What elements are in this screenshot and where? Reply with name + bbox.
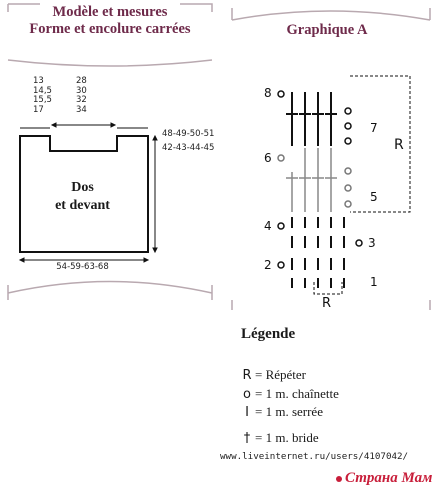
size-value: 28 — [76, 76, 87, 86]
row-number-1: 1 — [370, 275, 378, 289]
size-value: 13 — [33, 76, 44, 86]
size-value: 30 — [76, 85, 87, 96]
row-number-4: 4 — [264, 219, 272, 233]
stitch-chart — [277, 75, 411, 295]
single-crochet-symbol: I — [245, 404, 249, 420]
legend-text: = 1 m. serrée — [255, 404, 323, 419]
measure-lines — [18, 122, 158, 263]
legend-item-double-crochet: † = 1 m. bride — [239, 430, 319, 446]
repeat-symbol: R — [242, 367, 252, 383]
size-value: 32 — [76, 95, 87, 106]
size-value: 14,5 — [33, 85, 52, 96]
neck-depth-sizes: 28 30 32 34 — [76, 76, 87, 115]
row-number-3: 3 — [368, 236, 376, 250]
legend-item-chain: o = 1 m. chaînette — [239, 386, 339, 402]
source-url: www.liveinternet.ru/users/4107042/ — [220, 451, 409, 462]
shoulder-measure-label: 48-49-50-51 — [162, 129, 215, 139]
legend-text: = 1 m. chaînette — [255, 386, 339, 401]
logo-dot-icon — [336, 475, 342, 482]
rows-5-6-stitches — [286, 148, 337, 212]
size-value: 15,5 — [33, 95, 52, 106]
repeat-bracket-bottom — [313, 282, 343, 295]
row-number-5: 5 — [370, 190, 378, 204]
row-number-7: 7 — [370, 121, 378, 135]
piece-label-line1: Dos — [71, 180, 94, 195]
right-panel-frame — [231, 8, 431, 310]
repeat-bracket-side — [350, 75, 411, 213]
logo-text: Страна Мам — [345, 470, 433, 486]
chain-circles — [277, 90, 363, 269]
repeat-label-bottom: R — [322, 296, 332, 311]
left-panel-frame — [7, 3, 213, 300]
row-number-2: 2 — [264, 258, 272, 272]
row-number-8: 8 — [264, 86, 272, 100]
double-crochet-symbol: † — [243, 430, 251, 446]
garment-schematic — [19, 135, 149, 253]
site-logo: Страна Мам — [336, 470, 432, 487]
legend-text: = 1 m. bride — [255, 430, 319, 445]
left-panel-subtitle: Forme et encolure carrées — [29, 21, 191, 37]
left-panel-title: Modèle et mesures — [52, 4, 168, 20]
size-value: 17 — [33, 104, 44, 115]
size-value: 34 — [76, 104, 87, 115]
chain-stitch-symbol: o — [243, 386, 251, 402]
legend-item-single-crochet: I = 1 m. serrée — [239, 404, 323, 420]
legend-item-repeat: R = Répéter — [239, 367, 306, 383]
neck-width-sizes: 13 14,5 15,5 17 — [33, 76, 52, 115]
row-number-6: 6 — [264, 151, 272, 165]
repeat-label-side: R — [394, 137, 404, 153]
rows-7-8-stitches — [286, 92, 337, 146]
legend-text: = Répéter — [255, 367, 307, 382]
side-measure-label: 42-43-44-45 — [162, 143, 215, 153]
garment-outline — [19, 135, 149, 253]
legend-title: Légende — [241, 326, 296, 342]
rows-1-4-stitches — [291, 217, 345, 288]
bottom-measure-label: 54-59-63-68 — [56, 262, 109, 272]
piece-label-line2: et devant — [55, 198, 110, 213]
chart-title: Graphique A — [286, 22, 368, 38]
